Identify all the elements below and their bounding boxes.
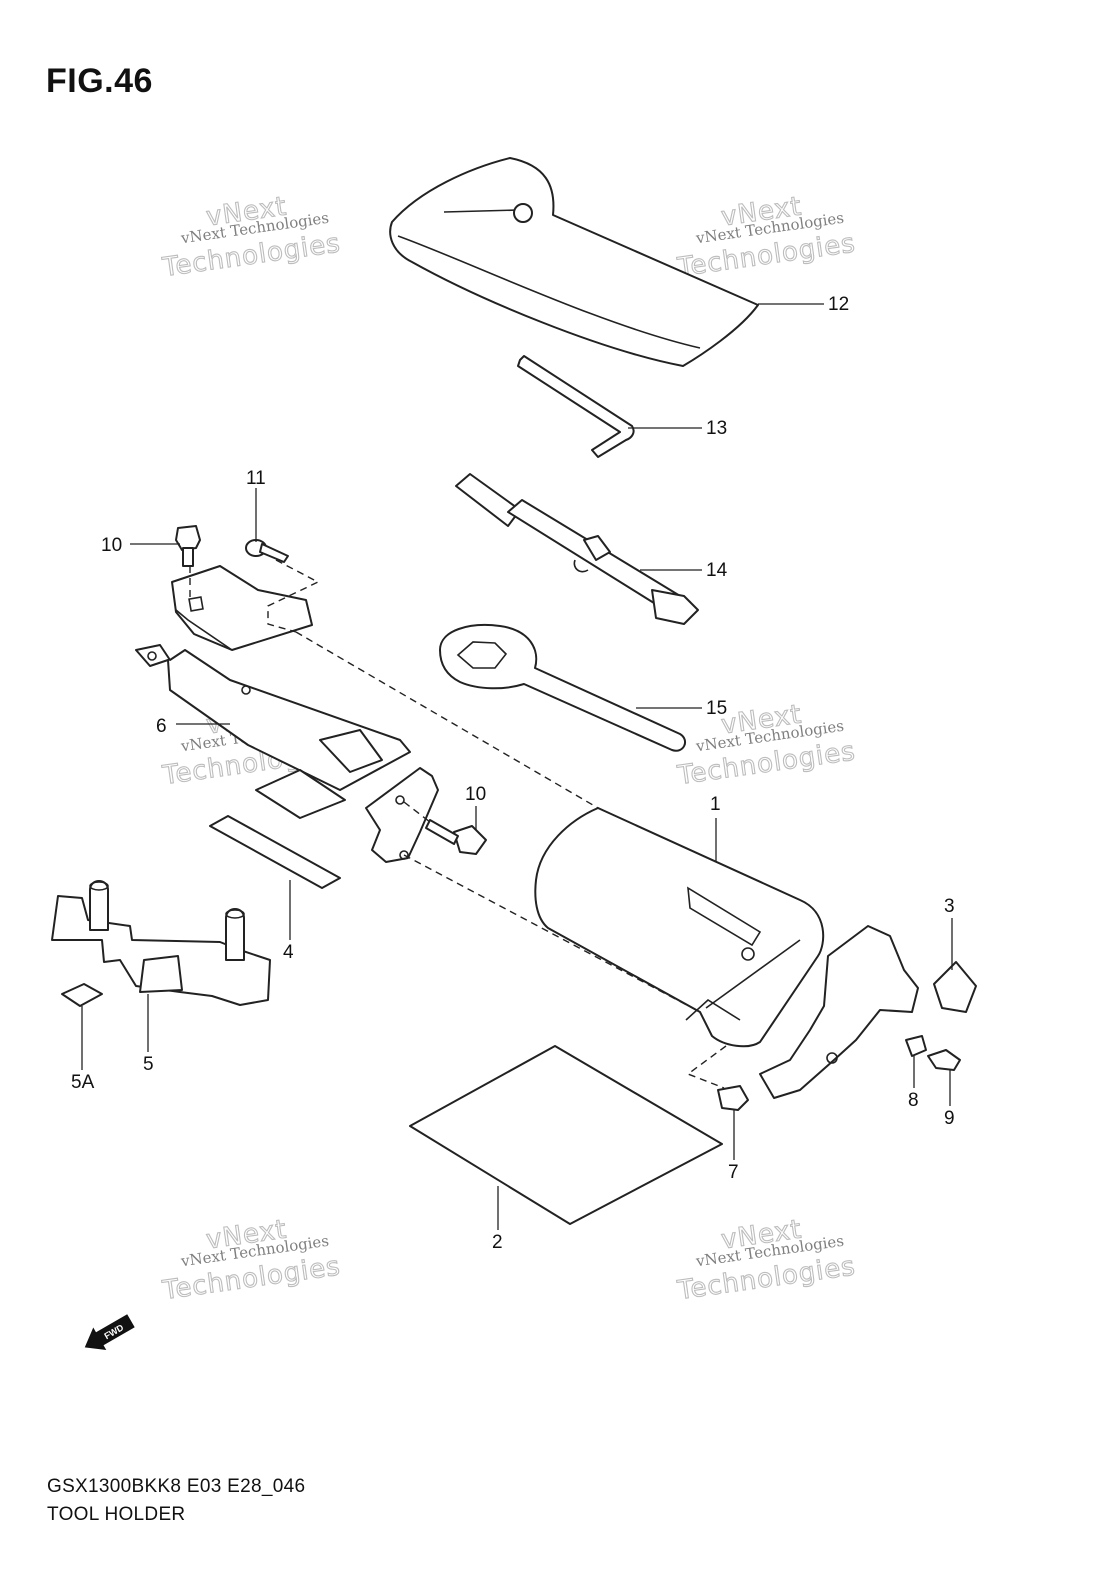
callout-1: 1 [710,794,721,815]
watermark: vNext vNext Technologies Technologies [675,1214,859,1307]
bolt-10-mid-part [425,819,487,855]
callout-2: 2 [492,1232,503,1253]
tool-holder-case-part [534,807,825,1048]
foam-strip-part [209,815,341,889]
case-cover-part [759,925,919,1099]
callout-7: 7 [728,1162,739,1183]
tool-pouch-part [389,157,759,367]
callout-9: 9 [944,1108,955,1129]
holder-studs-part [51,880,271,1006]
assembly-line [403,854,701,1013]
callout-10-top: 10 [101,535,122,556]
callout-5a: 5A [71,1072,95,1093]
hex-key-part [517,355,635,458]
callout-11: 11 [246,468,266,489]
callout-10-mid: 10 [465,784,486,805]
watermark: vNext vNext Technologies Technologies [160,1214,344,1307]
sheet-part [409,1045,723,1225]
callout-14: 14 [706,560,728,581]
rubber-block-part [61,983,103,1007]
assembly-line [267,559,320,633]
callout-13: 13 [706,418,727,439]
callout-3: 3 [944,896,955,917]
grommet-8-part [905,1035,927,1057]
model-code: GSX1300BKK8 E03 E28_046 [47,1476,306,1497]
callout-6: 6 [156,716,167,737]
assembly-line [403,801,431,823]
bracket-plate-part [135,565,411,819]
cushion-part [933,961,977,1013]
screw-9-part [927,1049,961,1071]
section-name: TOOL HOLDER [47,1504,186,1525]
callout-15: 15 [706,698,727,719]
socket-tool-part [455,473,699,625]
figure-title: FIG.46 [46,62,153,100]
callout-8: 8 [908,1090,919,1111]
callout-12: 12 [828,294,849,315]
assembly-line [295,631,599,809]
assembly-line [686,1045,727,1089]
watermark: vNext vNext Technologies Technologies [160,191,344,284]
bolt-10-top-part [175,525,201,567]
mount-plate-part [365,767,439,863]
watermark: vNext vNext Technologies Technologies [675,191,859,284]
screw-11-part [245,539,289,563]
fwd-arrow-icon: FWD [84,1314,135,1351]
callout-4: 4 [283,942,294,963]
callout-5: 5 [143,1054,154,1075]
bolt-7-part [717,1085,749,1111]
ring-spanner-part [439,624,687,752]
